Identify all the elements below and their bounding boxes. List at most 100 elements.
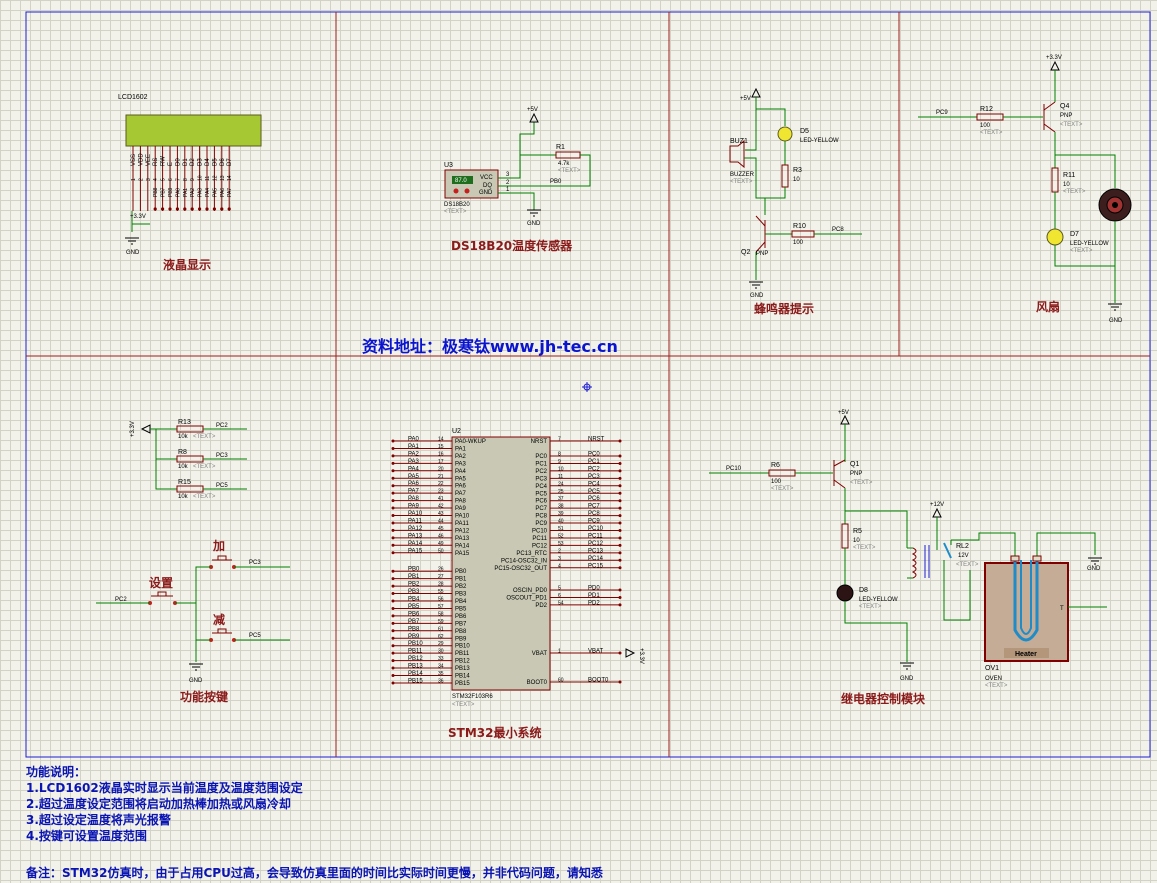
rl2-ref: RL2 xyxy=(956,543,969,550)
stm32-pin-terminal xyxy=(618,536,622,540)
stm32-pin-label: PA6 xyxy=(455,484,467,490)
stm32-pin-number: 36 xyxy=(438,678,444,684)
lcd-pin-number: 5 xyxy=(161,178,167,181)
lcd-pin-label: RS xyxy=(153,158,159,166)
d5-ref: D5 xyxy=(800,128,809,135)
stm32-pin-net: PD0 xyxy=(588,586,600,592)
stm32-pin-net: PC11 xyxy=(588,533,603,539)
lcd-pin-number: 3 xyxy=(146,178,152,181)
relay-component[interactable]: +5V PC10 R6 100 <TEXT> Q1 PNP <TEXT> R5 … xyxy=(709,410,1107,689)
r1-resistor xyxy=(555,151,581,159)
function-notes: 功能说明： 1.LCD1602液晶实时显示当前温度及温度范围设定 2.超过温度设… xyxy=(26,764,303,844)
stm32-pin-label: PA4 xyxy=(455,469,467,475)
relay-gnd-label-right: GND xyxy=(1087,566,1101,572)
lcd-screen xyxy=(125,114,262,147)
q4-part: PNP xyxy=(1060,113,1072,119)
keys-gnd-symbol xyxy=(189,663,203,671)
ds18b20-net-pb0: PB0 xyxy=(550,179,562,185)
r3-resistor xyxy=(781,164,789,188)
stm32-pin-number: 24 xyxy=(558,481,564,487)
lcd1602-component[interactable]: LCD1602 VSS1VDD2VEE3RS4PB8RW5PB7E6PB9D07… xyxy=(118,94,262,256)
buzzer-gnd-symbol xyxy=(749,281,763,289)
stm32-pin-label: PB10 xyxy=(455,644,470,650)
r5-value: 10 xyxy=(853,538,860,544)
d7-ref: D7 xyxy=(1070,231,1079,238)
relay-net-pc10: PC10 xyxy=(726,466,742,472)
stm32-pin-number: 11 xyxy=(558,474,563,480)
keys-component[interactable]: +3.3V R1310k<TEXT>PC2R810k<TEXT>PC3R1510… xyxy=(96,419,290,684)
relay-gnd-symbol xyxy=(900,662,914,670)
buzzer-gnd-label: GND xyxy=(750,293,764,299)
fan-component[interactable]: +3.3V PC9 R12 100 <TEXT> Q4 PNP <TEXT> R… xyxy=(918,55,1132,324)
stm32-pin-net: PA14 xyxy=(408,541,423,547)
key-sub-button[interactable] xyxy=(209,628,236,642)
lcd-pin-label: D2 xyxy=(190,158,196,166)
heater-label: Heater xyxy=(1015,651,1037,658)
stm32-pin-label: PA3 xyxy=(455,461,467,467)
r11-ref: R11 xyxy=(1063,172,1075,179)
u3-pinnum-3: 3 xyxy=(506,172,510,178)
stm32-pin-label: PB4 xyxy=(455,599,467,605)
u3-vcc-arrow-icon xyxy=(529,112,539,123)
stm32-pin-terminal xyxy=(391,659,395,663)
download-url-text: 资料地址：极寒钛www.jh-tec.cn xyxy=(362,337,618,356)
stm32-pin-terminal xyxy=(391,606,395,610)
stm32-pin-net: PA8 xyxy=(408,496,420,502)
stm32-pin-net: PA1 xyxy=(408,444,420,450)
u3-display-value: 87.0 xyxy=(455,178,467,184)
r5-resistor xyxy=(841,523,849,549)
key-resistor-ref: R15 xyxy=(178,479,191,486)
buzzer-icon xyxy=(729,139,745,169)
buzzer-component[interactable]: +5V BUZ1 BUZZER <TEXT> D5 LED-YELLOW R3 … xyxy=(729,87,862,299)
stm32-pin-terminal xyxy=(391,446,395,450)
key-resistor xyxy=(176,455,204,463)
stm32-pin-label: PC10 xyxy=(532,529,548,535)
lcd-pin-terminal xyxy=(153,207,157,211)
stm32-pin-terminal xyxy=(391,506,395,510)
stm32-pin-number: 51 xyxy=(558,526,564,532)
stm32-pin-terminal xyxy=(618,469,622,473)
stm32-pin-label: PB13 xyxy=(455,666,470,672)
key-add-button[interactable] xyxy=(209,555,236,569)
u3-pinnum-2: 2 xyxy=(506,180,510,186)
lcd-pin-net: PA1 xyxy=(183,188,189,197)
stm32-pin-net: PC7 xyxy=(588,504,600,510)
fan-vcc-arrow-icon xyxy=(1050,60,1060,71)
stm32-pin-net: PB12 xyxy=(408,656,423,662)
stm32-pin-net: PA12 xyxy=(408,526,423,532)
lcd-gnd-label: GND xyxy=(126,250,140,256)
stm32-pin-label: PB12 xyxy=(455,659,470,665)
u3-pin-vcc: VCC xyxy=(480,175,493,181)
heater-element-icon xyxy=(1013,558,1039,642)
stm32-pin-net: PC13 xyxy=(588,548,604,554)
key-resistor-text: <TEXT> xyxy=(193,464,216,470)
stm32-pin-label: PC6 xyxy=(535,499,547,505)
stm32-pin-number: 6 xyxy=(558,593,561,599)
stm32-pin-label: NRST xyxy=(531,439,548,445)
stm32-pin-terminal xyxy=(391,543,395,547)
stm32-pin-terminal xyxy=(391,454,395,458)
rl2-value: 12V xyxy=(958,553,969,559)
stm32-pin-terminal xyxy=(391,439,395,443)
stm32-pin-number: 26 xyxy=(438,567,444,573)
lcd-pin-net: PA5 xyxy=(212,188,218,197)
buz1-ref: BUZ1 xyxy=(730,138,748,145)
stm32-pin-number: 28 xyxy=(438,582,444,588)
d8-text: <TEXT> xyxy=(859,604,882,610)
stm32-pin-net: PA5 xyxy=(408,474,420,480)
stm32-pin-label: PC12 xyxy=(532,543,548,549)
stm32-pin-number: 44 xyxy=(438,518,444,524)
stm32-pin-net: PC9 xyxy=(588,519,600,525)
stm32-pin-label: PC3 xyxy=(535,476,547,482)
section-title-lcd: 液晶显示 xyxy=(163,257,211,272)
q1-text: <TEXT> xyxy=(850,480,873,486)
key-set-button[interactable] xyxy=(148,591,177,605)
stm32-pin-number: 53 xyxy=(558,541,564,547)
relay-gnd-label: GND xyxy=(900,676,914,682)
ds18b20-component[interactable]: U3 87.0 VCC DQ GND 3 2 1 DS18B20 <TEXT> … xyxy=(444,107,591,227)
stm32-pin-number: 33 xyxy=(438,656,444,662)
r5-text: <TEXT> xyxy=(853,545,876,551)
